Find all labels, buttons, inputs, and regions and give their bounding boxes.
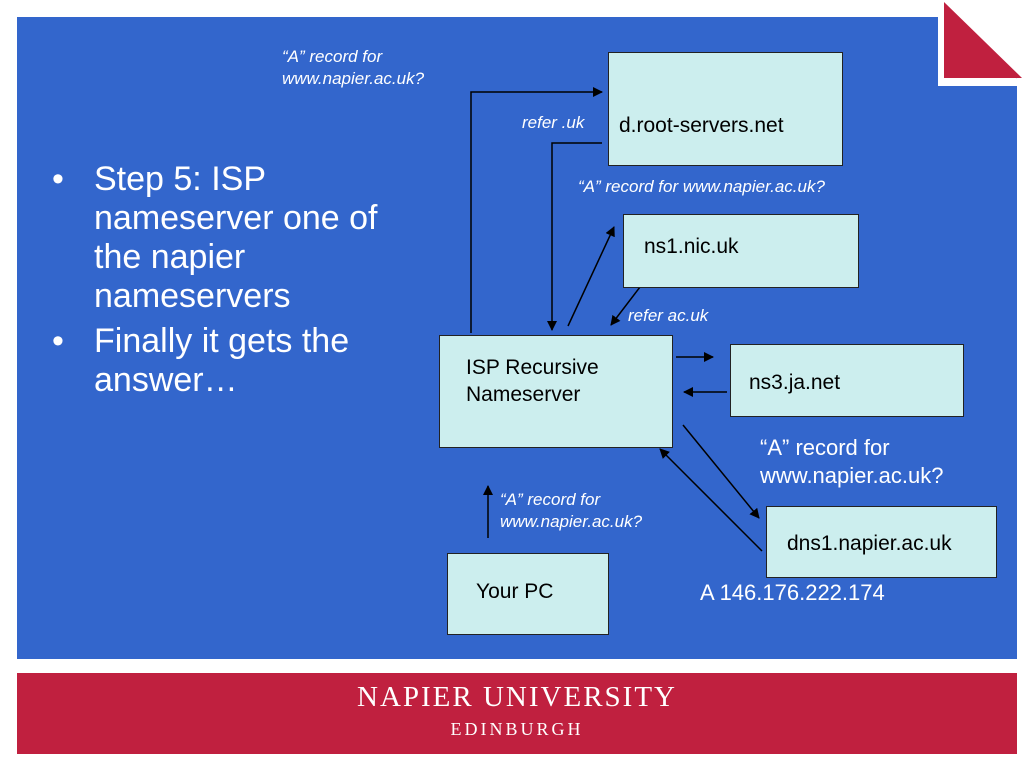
node-label: d.root-servers.net xyxy=(619,114,784,137)
label-refer-acuk: refer ac.uk xyxy=(628,306,709,325)
university-city: EDINBURGH xyxy=(450,719,584,739)
bullet-item: • Finally it gets the answer… xyxy=(52,322,432,400)
node-label: Your PC xyxy=(476,580,554,603)
node-label: ns1.nic.uk xyxy=(644,235,739,258)
node-napier-server: dns1.napier.ac.uk xyxy=(766,506,997,578)
node-isp-nameserver: ISP Recursive Nameserver xyxy=(439,335,673,448)
arrow-isp-to-napier xyxy=(682,424,760,519)
footer-banner: NAPIER UNIVERSITY EDINBURGH xyxy=(17,673,1017,754)
label-answer: A 146.176.222.174 xyxy=(700,580,885,605)
arrow-napier-to-isp xyxy=(659,448,763,552)
university-name: NAPIER UNIVERSITY xyxy=(357,681,677,713)
node-nic-server: ns1.nic.uk xyxy=(623,214,859,288)
label-query-root: “A” record for www.napier.ac.uk? xyxy=(282,47,425,88)
node-label: ns3.ja.net xyxy=(749,371,841,394)
node-your-pc: Your PC xyxy=(447,553,609,635)
bullet-text: Step 5: ISP nameserver one of the napier… xyxy=(94,160,378,315)
arrow-nic-to-isp xyxy=(610,286,641,326)
arrow-isp-to-root xyxy=(470,87,603,333)
bullet-dot-icon: • xyxy=(52,160,64,198)
bullet-dot-icon: • xyxy=(52,322,64,360)
node-root-server: d.root-servers.net xyxy=(608,52,843,166)
corner-fold-icon xyxy=(938,0,1024,86)
label-query-nic: “A” record for www.napier.ac.uk? xyxy=(578,177,825,196)
label-refer-uk: refer .uk xyxy=(522,113,585,132)
bullet-list: • Step 5: ISP nameserver one of the napi… xyxy=(52,160,432,406)
node-label: ISP Recursive Nameserver xyxy=(466,356,599,406)
bullet-item: • Step 5: ISP nameserver one of the napi… xyxy=(52,160,432,316)
arrow-isp-to-nic xyxy=(567,226,615,327)
node-ja-server: ns3.ja.net xyxy=(730,344,964,417)
arrow-root-to-isp xyxy=(547,142,602,331)
label-query-pc: “A” record for www.napier.ac.uk? xyxy=(500,490,643,531)
bullet-text: Finally it gets the answer… xyxy=(94,322,350,399)
label-query-napier: “A” record for www.napier.ac.uk? xyxy=(760,435,944,488)
node-label: dns1.napier.ac.uk xyxy=(787,532,952,555)
